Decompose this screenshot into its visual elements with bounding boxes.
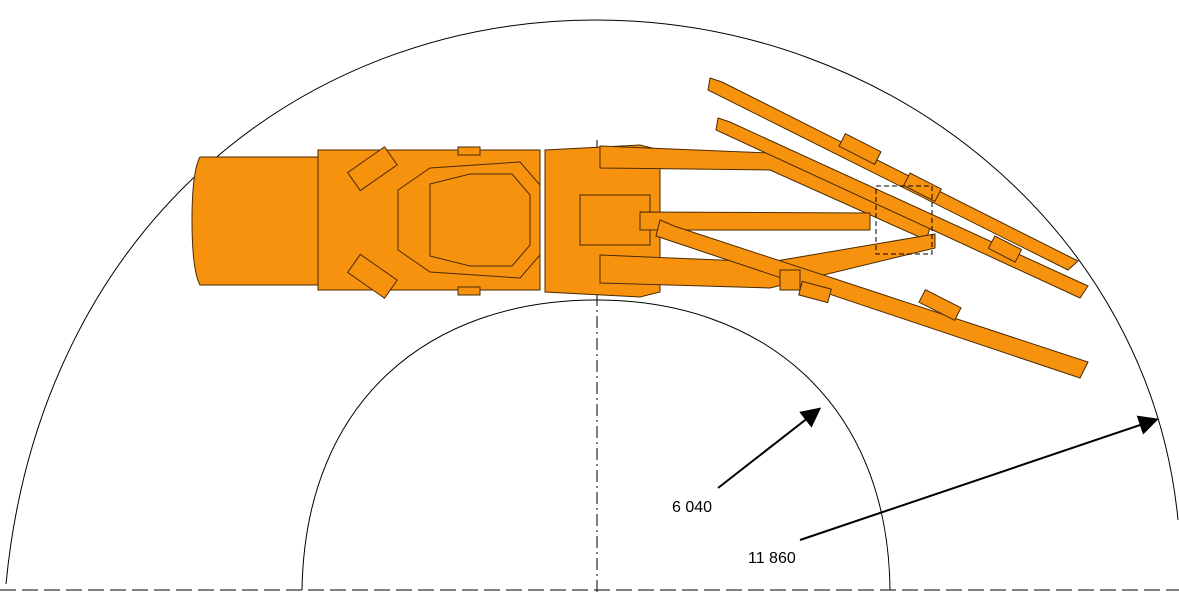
wheel-front-bottom xyxy=(346,253,398,299)
feed-carriage-5 xyxy=(779,269,801,291)
cab-window xyxy=(429,173,531,267)
outer-radius-arrow xyxy=(799,415,1159,541)
rear-fender-bottom xyxy=(457,286,481,296)
cab xyxy=(397,161,541,279)
feed-carriage-3 xyxy=(987,235,1023,263)
outer-turning-arc xyxy=(5,19,1179,585)
feed-beam-2 xyxy=(715,117,1089,299)
boom-mount xyxy=(579,194,651,246)
feed-carriage-6 xyxy=(798,280,832,304)
feed-carriage-4 xyxy=(918,289,962,321)
feed-carriage-1 xyxy=(838,133,882,165)
feed-beam-3 xyxy=(655,219,1089,379)
drill-target-box xyxy=(875,185,933,255)
outer-radius-label: 11 860 xyxy=(748,550,796,567)
drill-rig xyxy=(191,77,1089,379)
wheel-front-top xyxy=(346,146,398,192)
inner-turning-arc xyxy=(301,299,891,591)
rear-fender-top xyxy=(457,146,481,156)
boom-middle xyxy=(639,211,871,231)
feed-beam-1 xyxy=(707,77,1079,271)
inner-radius-arrow xyxy=(717,407,822,489)
inner-radius-label: 6 040 xyxy=(672,499,712,516)
engine-block xyxy=(191,156,319,286)
